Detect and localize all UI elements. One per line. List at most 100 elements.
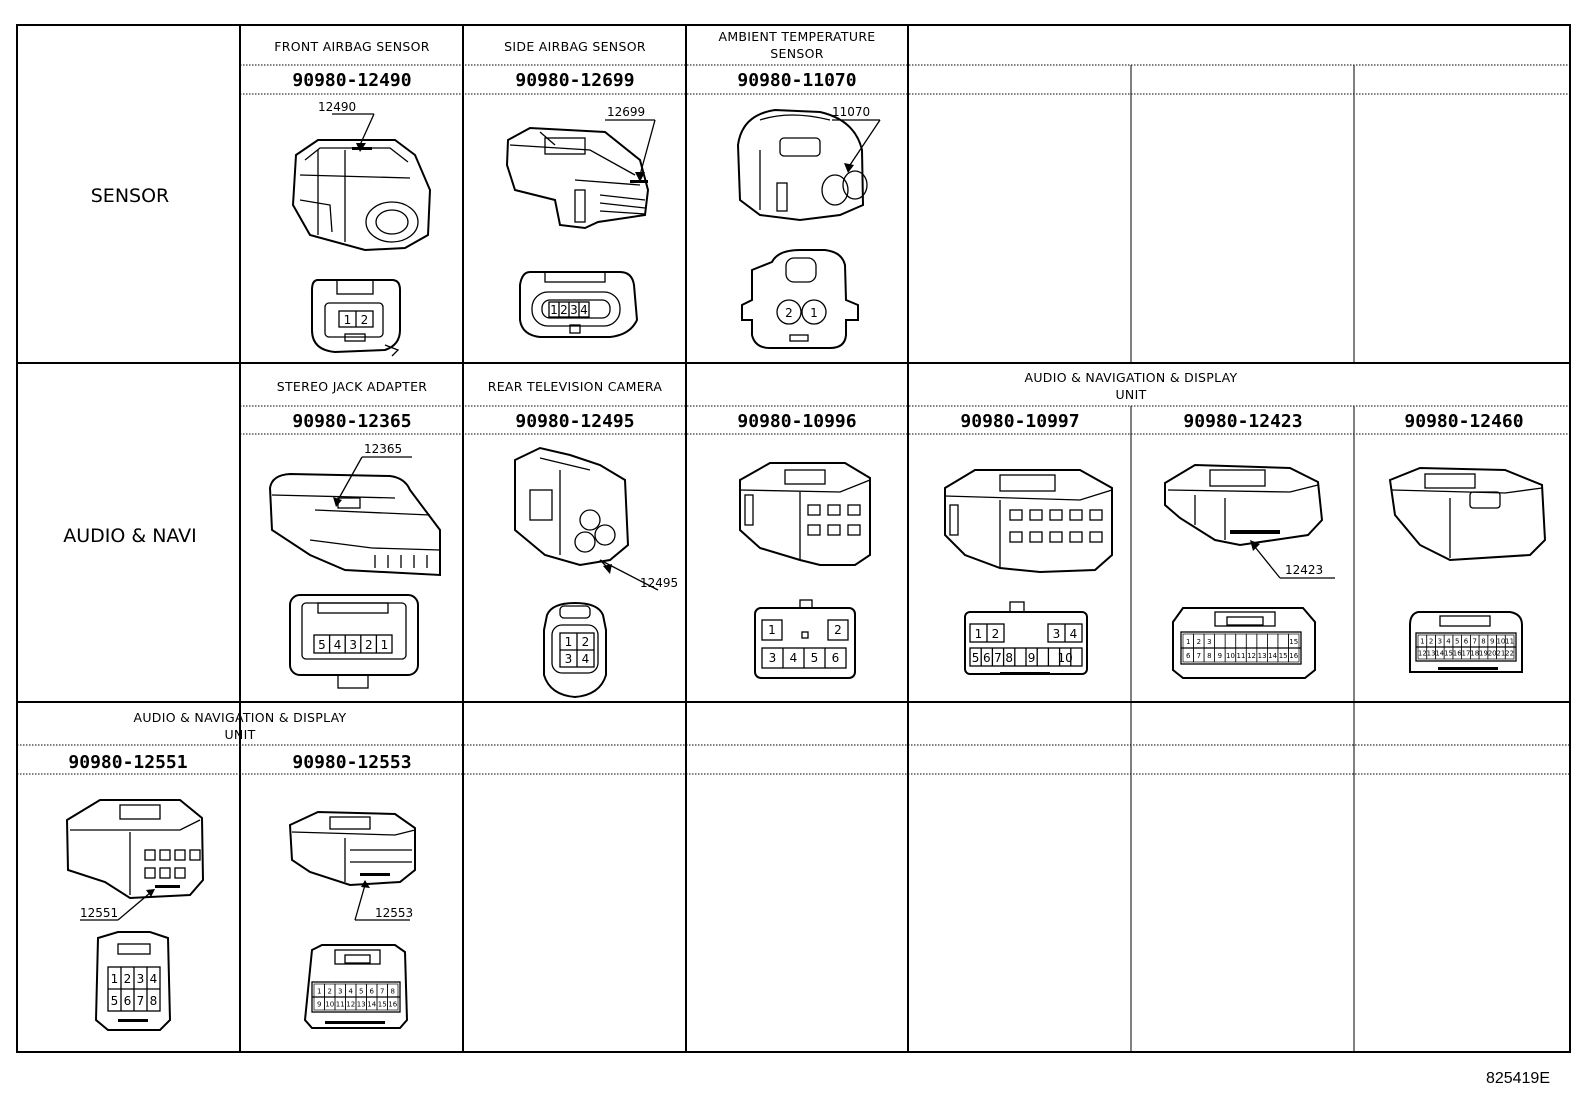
pin-number: 8 bbox=[1005, 651, 1013, 665]
pin-number: 14 bbox=[367, 1000, 376, 1008]
pin-number: 4 bbox=[582, 652, 590, 666]
connector-ref-label: 11070 bbox=[832, 105, 870, 119]
connector-12699-isometric bbox=[505, 119, 656, 230]
pin-number: 3 bbox=[570, 303, 578, 317]
pin-number: 1 bbox=[1420, 638, 1424, 646]
pin-number: 3 bbox=[137, 972, 145, 986]
pin-number: 5 bbox=[111, 994, 119, 1008]
pin-cell bbox=[387, 996, 399, 1011]
pin-number: 8 bbox=[150, 994, 158, 1008]
pin-number: 13 bbox=[1427, 650, 1436, 658]
pin-number: 4 bbox=[1070, 627, 1078, 641]
pin-number: 6 bbox=[370, 987, 375, 995]
part-number: 90980-12551 bbox=[68, 752, 187, 773]
pin-number: 1 bbox=[1186, 638, 1190, 646]
header-ambient-temperature-line2: SENSOR bbox=[770, 46, 823, 61]
pin-number: 16 bbox=[1289, 652, 1298, 660]
connector-ref-label: 12490 bbox=[318, 100, 356, 114]
connector-10997-face bbox=[964, 601, 1088, 675]
pin-number: 14 bbox=[1435, 650, 1444, 658]
pin-number: 3 bbox=[1207, 638, 1211, 646]
connector-11070-face bbox=[741, 249, 859, 349]
header-ambient-temperature: AMBIENT TEMPERATURE bbox=[718, 29, 875, 44]
pin-number: 19 bbox=[1479, 650, 1488, 658]
connector-ref-label: 12553 bbox=[375, 906, 413, 920]
connector-12495-isometric bbox=[514, 446, 659, 591]
pin-number: 2 bbox=[582, 635, 590, 649]
pin-number: 11 bbox=[1505, 638, 1514, 646]
table-grid bbox=[16, 24, 1571, 1053]
connector-12423-isometric bbox=[1164, 463, 1335, 579]
pin-number: 6 bbox=[1464, 638, 1469, 646]
part-number: 90980-12460 bbox=[1404, 411, 1523, 432]
connector-ref-label: 12495 bbox=[640, 576, 678, 590]
part-number: 90980-10996 bbox=[737, 411, 856, 432]
pin-number: 17 bbox=[1462, 650, 1471, 658]
pin-number: 1 bbox=[344, 313, 352, 327]
pin-number: 10 bbox=[1496, 638, 1505, 646]
connector-ref-label: 12423 bbox=[1285, 563, 1323, 577]
part-number: 90980-12423 bbox=[1183, 411, 1302, 432]
connector-12490-face bbox=[311, 279, 401, 357]
connector-ref-label: 12699 bbox=[607, 105, 645, 119]
pin-number: 8 bbox=[1207, 652, 1211, 660]
connector-12553-isometric bbox=[288, 810, 416, 921]
pin-number: 9 bbox=[1490, 638, 1494, 646]
pin-number: 3 bbox=[338, 987, 342, 995]
connector-12551-isometric bbox=[65, 799, 205, 921]
part-number: 90980-12490 bbox=[292, 70, 411, 91]
part-number: 90980-12495 bbox=[515, 411, 634, 432]
pin-number: 7 bbox=[380, 987, 384, 995]
pin-number: 3 bbox=[1053, 627, 1061, 641]
pin-number: 9 bbox=[317, 1000, 321, 1008]
pin-number: 1 bbox=[565, 635, 573, 649]
pin-number: 2 bbox=[560, 303, 568, 317]
pin-number: 13 bbox=[357, 1000, 366, 1008]
connector-12365-isometric bbox=[268, 456, 441, 577]
pin-number: 4 bbox=[349, 987, 354, 995]
pin-number: 2 bbox=[834, 623, 842, 637]
connector-10996-face bbox=[754, 599, 856, 679]
connector-12365-face bbox=[289, 594, 419, 689]
pin-number: 15 bbox=[1279, 652, 1288, 660]
pin-number: 2 bbox=[992, 627, 1000, 641]
pin-number: 5 bbox=[972, 651, 980, 665]
pin-number: 3 bbox=[769, 651, 777, 665]
pin-number: 1 bbox=[381, 638, 389, 652]
pin-number: 7 bbox=[994, 651, 1002, 665]
pin-number: 7 bbox=[1472, 638, 1476, 646]
pin-cell bbox=[1504, 646, 1515, 660]
pin-number: 5 bbox=[811, 651, 819, 665]
connector-12495-face bbox=[543, 601, 607, 699]
pin-number: 4 bbox=[334, 638, 342, 652]
pin-number: 16 bbox=[388, 1000, 397, 1008]
pin-number: 8 bbox=[1481, 638, 1485, 646]
pin-number: 7 bbox=[1197, 652, 1201, 660]
part-number: 90980-11070 bbox=[737, 70, 856, 91]
pin-number: 15 bbox=[1444, 650, 1453, 658]
pin-number: 16 bbox=[1453, 650, 1462, 658]
pin-number: 3 bbox=[565, 652, 573, 666]
pin-number: 18 bbox=[1470, 650, 1479, 658]
pin-number: 2 bbox=[785, 306, 793, 320]
section-label-sensor: SENSOR bbox=[91, 185, 170, 207]
pin-number: 2 bbox=[365, 638, 373, 652]
pin-number: 6 bbox=[1186, 652, 1191, 660]
figure-id: 825419E bbox=[1486, 1070, 1550, 1087]
connector-12551-face bbox=[94, 931, 172, 1031]
pin-number: 2 bbox=[1197, 638, 1201, 646]
pin-number: 10 bbox=[1226, 652, 1235, 660]
pin-number: 10 bbox=[1058, 651, 1073, 665]
header-front-airbag-sensor: FRONT AIRBAG SENSOR bbox=[274, 39, 430, 54]
pin-number: 5 bbox=[359, 987, 363, 995]
pin-number: 2 bbox=[1429, 638, 1433, 646]
pin-number: 15 bbox=[1289, 638, 1298, 646]
part-number: 90980-12699 bbox=[515, 70, 634, 91]
part-number: 90980-12365 bbox=[292, 411, 411, 432]
pin-number: 11 bbox=[336, 1000, 345, 1008]
pin-number: 12 bbox=[1247, 652, 1256, 660]
pin-number: 1 bbox=[111, 972, 119, 986]
